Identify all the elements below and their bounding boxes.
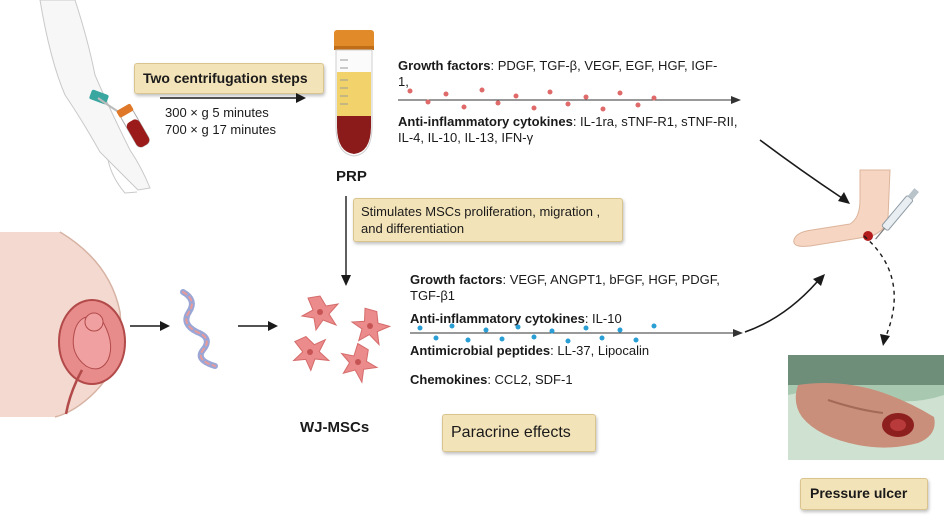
prp-tube-icon xyxy=(334,30,374,157)
wj-growth-factors: Growth factors: VEGF, ANGPT1, bFGF, HGF,… xyxy=(410,272,720,303)
prp-to-mscs-arrow xyxy=(341,196,351,286)
wj-anti-inflammatory-cytokines: Anti-inflammatory cytokines: IL-10 xyxy=(410,311,622,326)
foot-to-ulcer-dashed-arrow xyxy=(863,235,895,346)
pressure-ulcer-label: Pressure ulcer xyxy=(800,478,928,510)
prp-label: PRP xyxy=(336,168,367,185)
belly-to-cord-arrow xyxy=(130,321,170,331)
arm-blood-draw-icon xyxy=(39,0,151,194)
stem-cell-icon xyxy=(287,295,394,388)
centrifugation-arrow xyxy=(160,93,306,103)
prp-anti-inflammatory-cytokines: Anti-inflammatory cytokines: IL-1ra, sTN… xyxy=(398,114,738,145)
centrifugation-steps-label: Two centrifugation steps xyxy=(134,63,324,94)
wj-to-foot-arrow xyxy=(744,274,825,333)
ulcer-photo xyxy=(788,355,944,460)
wj-factor-release-line xyxy=(410,323,743,344)
prp-factor-release-line xyxy=(398,87,741,112)
prp-growth-factors: Growth factors: PDGF, TGF-β, VEGF, EGF, … xyxy=(398,58,718,89)
spin-step-1: 300 × g 5 minutes xyxy=(165,105,269,120)
foot-injection-icon xyxy=(793,169,920,247)
cord-to-cells-arrow xyxy=(238,321,278,331)
wj-mscs-label: WJ-MSCs xyxy=(300,419,370,436)
paracrine-effects-label: Paracrine effects xyxy=(442,414,596,452)
stimulates-mscs-label: Stimulates MSCs proliferation, migration… xyxy=(353,198,623,242)
umbilical-cord-icon xyxy=(180,289,218,369)
wj-antimicrobial-peptides: Antimicrobial peptides: LL-37, Lipocalin xyxy=(410,343,650,358)
spin-step-2: 700 × g 17 minutes xyxy=(165,122,276,137)
pregnant-belly-icon xyxy=(0,231,126,418)
prp-to-foot-arrow xyxy=(759,139,850,204)
wj-chemokines: Chemokines: CCL2, SDF-1 xyxy=(410,372,573,387)
